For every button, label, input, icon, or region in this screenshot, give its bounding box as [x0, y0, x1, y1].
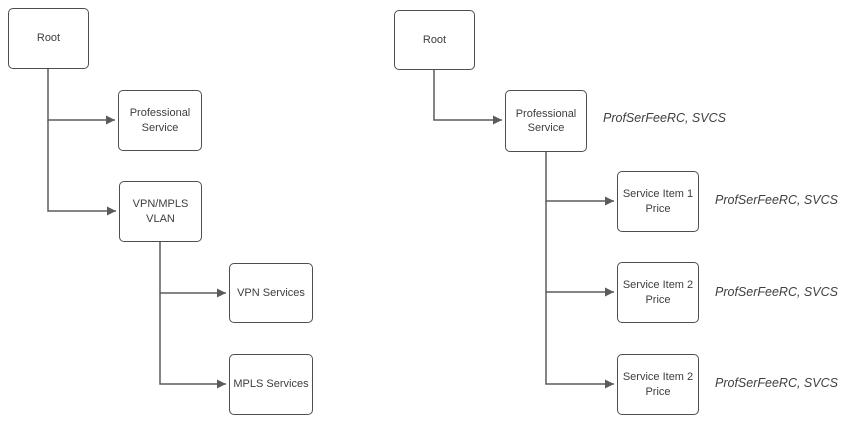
left-node-vpn-services: VPN Services — [229, 263, 313, 323]
connector-professional-service-to-service-item-2b — [545, 292, 614, 389]
annotation-service-item-2-price-2: ProfSerFeeRC, SVCS — [715, 376, 838, 390]
connector-professional-service-to-service-item-1 — [545, 152, 614, 206]
node-label: Professional Service — [515, 107, 577, 134]
node-label: Service Item 2 Price — [622, 279, 694, 306]
left-node-professional-service: Professional Service — [118, 90, 202, 151]
right-node-service-item-2-price-2: Service Item 2 Price — [617, 354, 699, 415]
annotation-professional-service: ProfSerFeeRC, SVCS — [603, 111, 726, 125]
left-node-vpn-mpls-vlan: VPN/MPLS VLAN — [119, 181, 202, 242]
node-label: Professional Service — [129, 107, 191, 134]
node-label: Root — [422, 33, 447, 46]
node-label: VPN/MPLS VLAN — [132, 198, 189, 225]
connector-left-root-to-vpn-mpls-vlan — [47, 120, 116, 216]
right-node-professional-service: Professional Service — [505, 90, 587, 152]
annotation-service-item-1-price: ProfSerFeeRC, SVCS — [715, 193, 838, 207]
left-node-root: Root — [8, 8, 89, 69]
right-node-service-item-2-price: Service Item 2 Price — [617, 262, 699, 323]
connector-left-root-to-professional-service — [47, 69, 115, 125]
left-node-mpls-services: MPLS Services — [229, 354, 313, 415]
connector-professional-service-to-service-item-2a — [545, 201, 614, 297]
node-label: Service Item 2 Price — [622, 371, 694, 398]
node-label: Service Item 1 Price — [622, 188, 694, 215]
node-label: MPLS Services — [233, 378, 309, 391]
annotation-service-item-2-price: ProfSerFeeRC, SVCS — [715, 285, 838, 299]
right-node-service-item-1-price: Service Item 1 Price — [617, 171, 699, 232]
node-label: Root — [36, 32, 61, 45]
node-label: VPN Services — [237, 286, 305, 299]
connector-right-root-to-professional-service — [433, 70, 502, 125]
connector-vpn-mpls-vlan-to-mpls-services — [159, 293, 226, 389]
right-node-root: Root — [394, 10, 475, 70]
connector-vpn-mpls-vlan-to-vpn-services — [159, 242, 226, 298]
